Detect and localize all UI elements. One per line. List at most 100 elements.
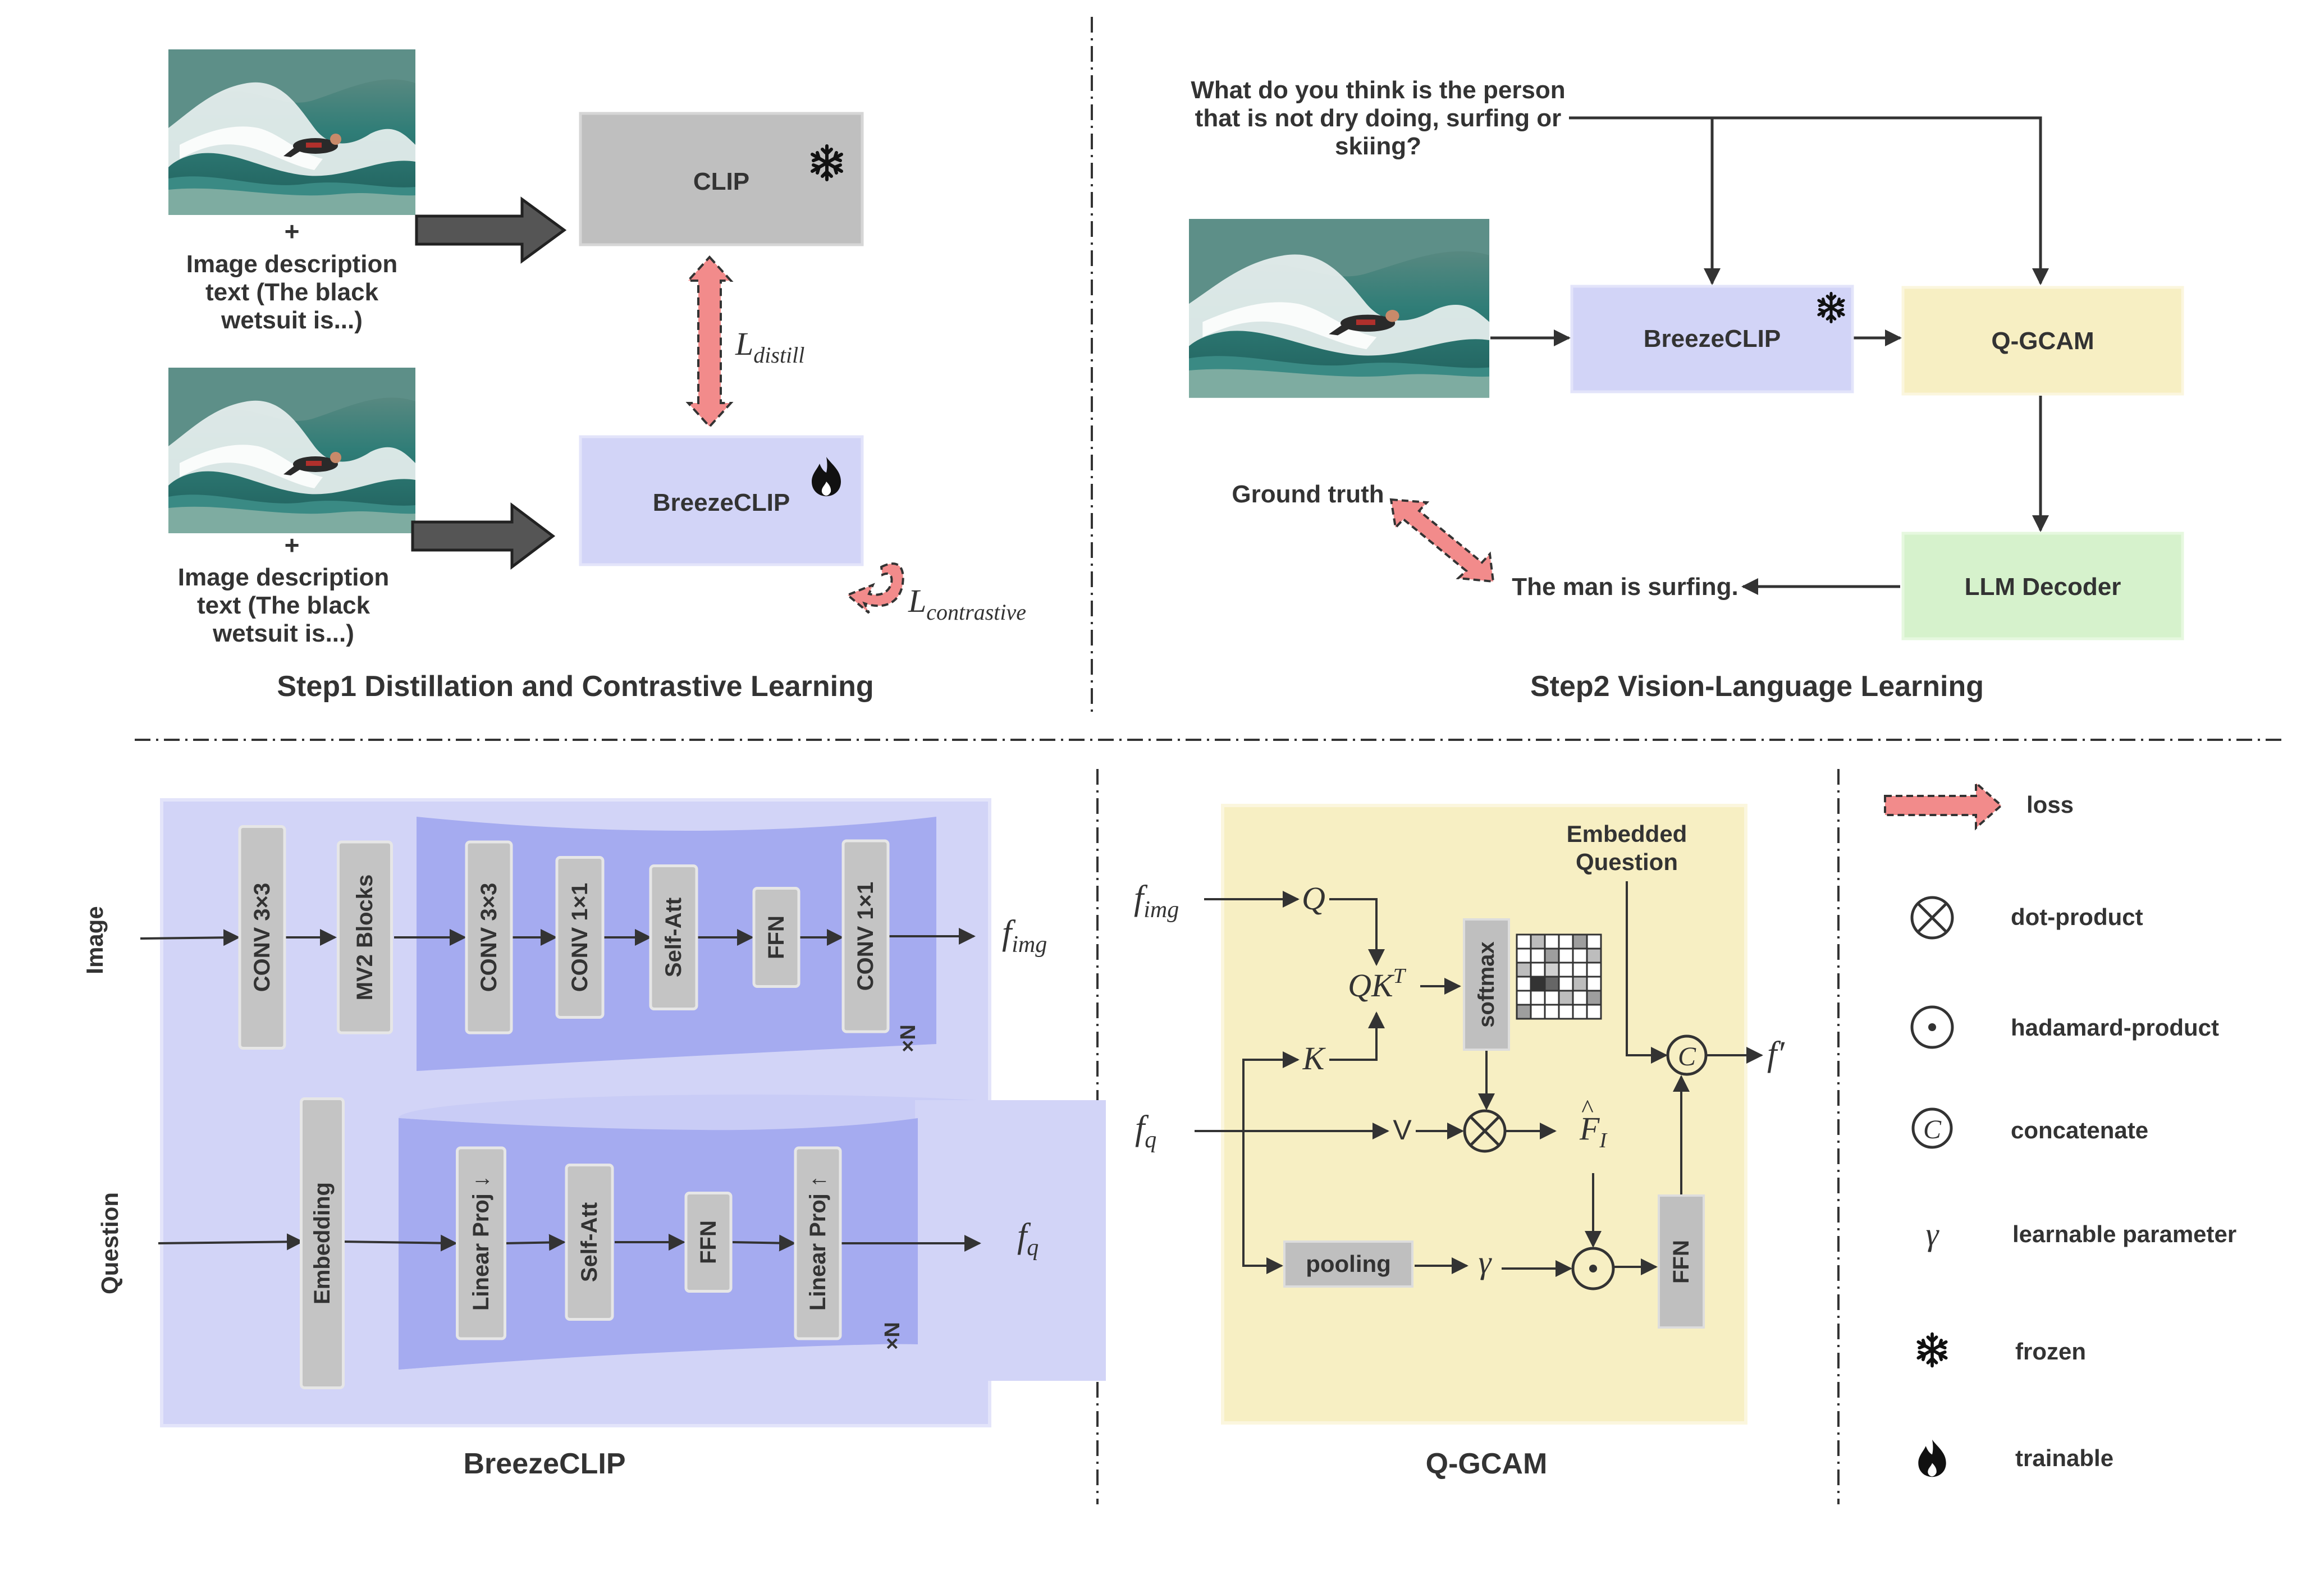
svg-text:FI: FI <box>1579 1110 1608 1152</box>
image-block-1-label: CONV 3×3 <box>250 883 275 992</box>
ffn-label-qgcam: FFN <box>1669 1240 1694 1284</box>
loss-arrow-icon <box>1884 780 2003 831</box>
attention-cell <box>1572 1004 1588 1020</box>
attention-cell <box>1544 1004 1560 1020</box>
qgcam-detail-box <box>1221 804 1747 1425</box>
answer-text: The man is surfing. <box>1512 573 1738 601</box>
attention-cell <box>1586 947 1602 964</box>
attention-cell <box>1516 976 1532 992</box>
legend-label-loss: loss <box>2026 791 2074 818</box>
image-block-2: MV2 Blocks <box>337 840 393 1034</box>
concatenate-operator: C <box>1666 1034 1708 1076</box>
input-arrow-top <box>415 196 567 264</box>
gamma-icon: γ <box>1926 1216 1940 1252</box>
step2-panel: What do you think is the person that is … <box>1189 76 2184 703</box>
dot-product-operator <box>1463 1109 1507 1153</box>
image-desc-bottom-line1: Image description <box>178 564 390 591</box>
svg-text:^: ^ <box>1581 1094 1593 1123</box>
attention-map-grid <box>1516 933 1602 1020</box>
embedded-question-line1: Embedded <box>1567 821 1687 847</box>
question-block-5: Linear Proj ↑ <box>794 1146 842 1340</box>
flame-icon-legend <box>1918 1439 1946 1477</box>
question-block-5-label: Linear Proj ↑ <box>806 1176 830 1311</box>
v-symbol: V <box>1393 1114 1412 1146</box>
qgcam-title: Q-GCAM <box>1426 1448 1548 1480</box>
surf-photo-top <box>168 49 415 215</box>
breezeclip-label-step1: BreezeCLIP <box>653 489 790 516</box>
attention-cell <box>1530 933 1546 950</box>
f-img-input: fimg <box>1134 879 1179 923</box>
distill-loss-label: Ldistill <box>735 326 804 368</box>
question-input-label: Question <box>97 1192 123 1294</box>
legend-item-frozen: frozen <box>1918 1334 2086 1366</box>
contrastive-loss-label: Lcontrastive <box>908 583 1026 625</box>
k-symbol: K <box>1302 1040 1326 1077</box>
question-line3: skiing? <box>1335 132 1421 160</box>
dot-product-icon <box>1910 896 1954 940</box>
svg-text:C: C <box>1923 1115 1942 1144</box>
attention-cell <box>1558 976 1574 992</box>
image-block-3: CONV 3×3 <box>465 840 513 1034</box>
softmax-label: softmax <box>1474 941 1499 1027</box>
image-repeat-label: ×N <box>896 1024 920 1052</box>
legend-item-hadamard: hadamard-product <box>1910 1005 2219 1049</box>
llm-decoder-label: LLM Decoder <box>1965 573 2121 601</box>
attention-cell <box>1558 990 1574 1006</box>
attention-cell <box>1586 990 1602 1006</box>
attention-cell <box>1530 976 1546 992</box>
legend-item-dot-product: dot-product <box>1910 896 2143 940</box>
attention-cell <box>1530 1004 1546 1020</box>
pooling-block <box>1283 1240 1413 1288</box>
ffn-block-qgcam <box>1658 1194 1705 1329</box>
step2-title: Step2 Vision-Language Learning <box>1530 670 1984 703</box>
attention-cell <box>1572 990 1588 1006</box>
q-symbol: Q <box>1302 880 1325 917</box>
contrastive-loss-arrow <box>845 562 904 614</box>
image-block-4-label: CONV 1×1 <box>568 883 592 992</box>
legend-label-concatenate: concatenate <box>2011 1117 2148 1143</box>
attention-cell <box>1572 962 1588 978</box>
attention-cell <box>1558 933 1574 950</box>
attention-cell <box>1544 976 1560 992</box>
snowflake-icon-legend <box>1918 1334 1946 1366</box>
image-block-6: FFN <box>752 887 800 988</box>
qkt-symbol: QKT <box>1348 964 1407 1004</box>
hadamard-product-icon <box>1910 1005 1954 1049</box>
image-block-3-label: CONV 3×3 <box>477 883 501 992</box>
image-block-4: CONV 1×1 <box>555 856 605 1019</box>
llm-decoder-box <box>1901 532 2184 640</box>
ground-truth-loss-arrow <box>1389 498 1495 583</box>
attention-cell <box>1530 962 1546 978</box>
legend-label-frozen: frozen <box>2015 1338 2086 1365</box>
f-q-input: fq <box>1135 1109 1156 1153</box>
image-desc-top-line1: Image description <box>186 250 398 278</box>
question-block-4: FFN <box>684 1192 733 1293</box>
attention-cell <box>1544 962 1560 978</box>
clip-label: CLIP <box>693 168 749 195</box>
f-prime-output: f′ <box>1767 1035 1785 1073</box>
plus-sign-top: + <box>285 217 300 246</box>
attention-cell <box>1572 933 1588 950</box>
question-block-3-label: Self-Att <box>577 1202 602 1282</box>
question-block-3: Self-Att <box>565 1164 614 1321</box>
legend-item-loss: loss <box>1884 780 2074 831</box>
legend-item-concatenate: C concatenate <box>1911 1107 2148 1149</box>
legend-label-learnable: learnable parameter <box>2012 1221 2236 1247</box>
plus-sign-bottom: + <box>285 530 300 560</box>
embedded-question-line2: Question <box>1576 849 1678 875</box>
f-hat-symbol: FI ^ <box>1579 1094 1608 1152</box>
legend: loss dot-product hadamard-product C conc… <box>1884 780 2236 1477</box>
question-repeat-label: ×N <box>881 1322 904 1350</box>
breezeclip-box-step1 <box>579 435 864 566</box>
attention-cell <box>1544 933 1560 950</box>
question-line2: that is not dry doing, surfing or <box>1195 104 1562 132</box>
image-desc-top-line2: text (The black <box>205 278 379 306</box>
legend-item-trainable: trainable <box>1918 1439 2113 1477</box>
attention-cell <box>1572 947 1588 964</box>
legend-label-trainable: trainable <box>2015 1445 2113 1471</box>
image-block-6-label: FFN <box>764 915 789 959</box>
attention-cell <box>1558 962 1574 978</box>
image-block-2-label: MV2 Blocks <box>353 875 377 1001</box>
f-img-output: fimg <box>1002 914 1047 958</box>
